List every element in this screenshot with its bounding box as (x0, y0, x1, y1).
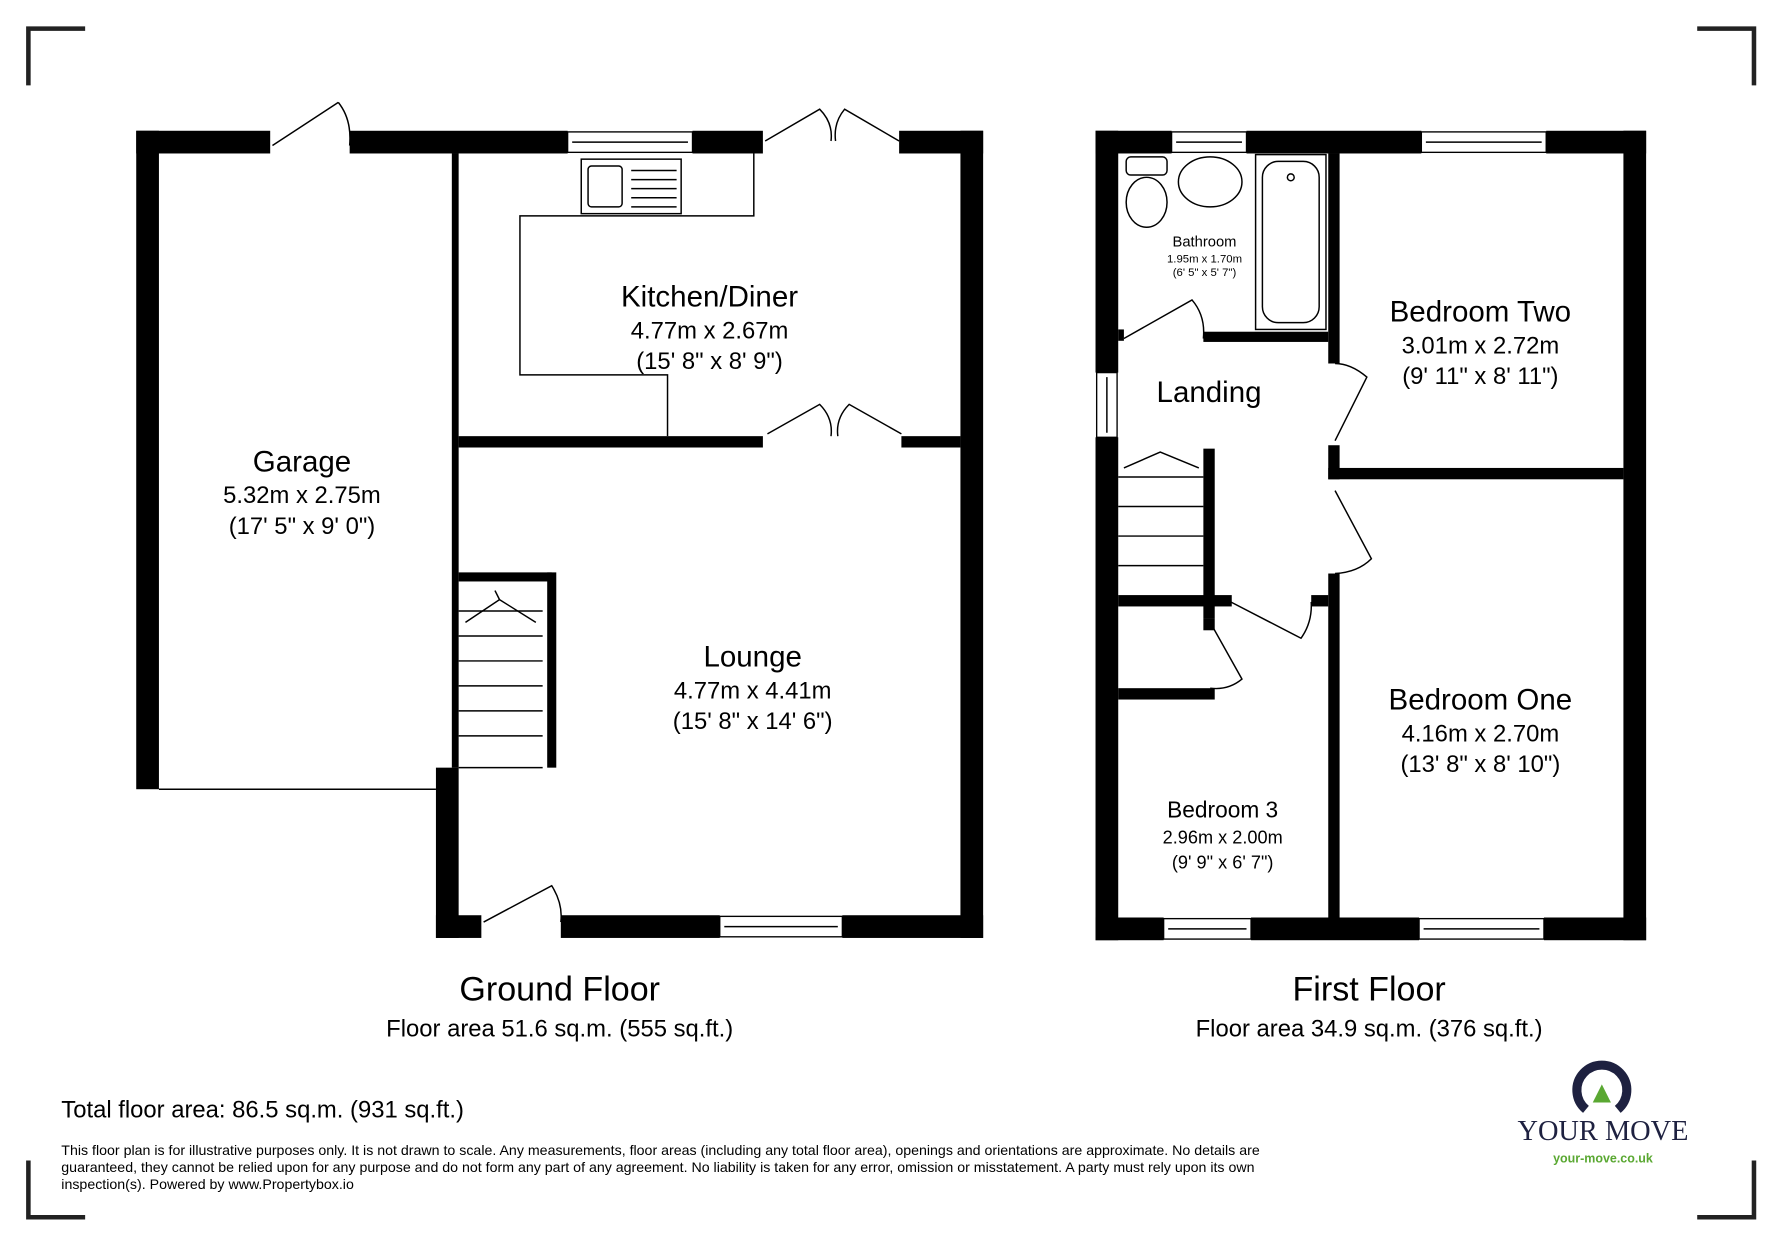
ground-floor-plan (136, 101, 984, 938)
svg-text:YOUR MOVE: YOUR MOVE (1517, 1116, 1688, 1147)
svg-text:Kitchen/Diner: Kitchen/Diner (621, 281, 798, 314)
ground-floor-area: Floor area 51.6 sq.m. (555 sq.ft.) (386, 1016, 733, 1043)
room-label-landing: Landing (1157, 376, 1262, 409)
svg-text:inspection(s). Powered by www.: inspection(s). Powered by www.Propertybo… (61, 1177, 354, 1193)
total-floor-area: Total floor area: 86.5 sq.m. (931 sq.ft.… (61, 1096, 464, 1123)
svg-text:(17' 5" x 9' 0"): (17' 5" x 9' 0") (229, 513, 376, 540)
first-floor-plan (1095, 130, 1647, 941)
svg-text:4.16m x 2.70m: 4.16m x 2.70m (1402, 721, 1560, 748)
svg-text:This floor plan is for illustr: This floor plan is for illustrative purp… (61, 1143, 1260, 1159)
room-label-bathroom: Bathroom 1.95m x 1.70m (6' 5" x 5' 7") (1167, 235, 1242, 280)
corner-marks (26, 26, 1757, 1220)
svg-text:Bedroom Two: Bedroom Two (1390, 295, 1571, 328)
room-label-bedroom-one: Bedroom One 4.16m x 2.70m (13' 8" x 8' 1… (1389, 684, 1573, 778)
svg-text:(15' 8" x 8' 9"): (15' 8" x 8' 9") (636, 348, 783, 375)
svg-text:(13' 8" x 8' 10"): (13' 8" x 8' 10") (1400, 751, 1560, 778)
svg-text:Bathroom: Bathroom (1173, 235, 1237, 251)
svg-text:Lounge: Lounge (703, 641, 801, 674)
svg-text:4.77m x 2.67m: 4.77m x 2.67m (631, 318, 789, 345)
your-move-logo: YOUR MOVE your-move.co.uk (1517, 1060, 1689, 1166)
disclaimer: This floor plan is for illustrative purp… (61, 1143, 1260, 1193)
svg-text:1.95m x 1.70m: 1.95m x 1.70m (1167, 253, 1242, 265)
svg-text:your-move.co.uk: your-move.co.uk (1553, 1152, 1653, 1166)
room-label-garage: Garage 5.32m x 2.75m (17' 5" x 9' 0") (223, 445, 381, 539)
svg-text:guaranteed, they cannot be rel: guaranteed, they cannot be relied upon f… (61, 1160, 1254, 1176)
svg-text:3.01m x 2.72m: 3.01m x 2.72m (1402, 332, 1560, 359)
room-label-kitchen-diner: Kitchen/Diner 4.77m x 2.67m (15' 8" x 8'… (621, 281, 798, 375)
ground-floor-title: Ground Floor (459, 970, 660, 1008)
room-label-lounge: Lounge 4.77m x 4.41m (15' 8" x 14' 6") (673, 641, 833, 735)
svg-text:2.96m x 2.00m: 2.96m x 2.00m (1163, 828, 1283, 848)
first-floor-area: Floor area 34.9 sq.m. (376 sq.ft.) (1196, 1016, 1543, 1043)
svg-text:Bedroom One: Bedroom One (1389, 684, 1573, 717)
svg-text:(9' 11" x 8' 11"): (9' 11" x 8' 11") (1402, 363, 1558, 390)
room-label-bedroom-two: Bedroom Two 3.01m x 2.72m (9' 11" x 8' 1… (1390, 295, 1571, 389)
svg-text:Bedroom 3: Bedroom 3 (1167, 797, 1278, 823)
svg-text:(15' 8" x 14' 6"): (15' 8" x 14' 6") (673, 708, 833, 735)
room-label-bedroom-3: Bedroom 3 2.96m x 2.00m (9' 9" x 6' 7") (1163, 797, 1283, 873)
first-floor-title: First Floor (1293, 970, 1446, 1008)
svg-text:Garage: Garage (253, 445, 351, 478)
svg-text:(6' 5" x 5' 7"): (6' 5" x 5' 7") (1173, 267, 1237, 279)
svg-text:4.77m x 4.41m: 4.77m x 4.41m (674, 677, 832, 704)
svg-text:5.32m x 2.75m: 5.32m x 2.75m (223, 482, 381, 509)
svg-text:(9' 9" x 6' 7"): (9' 9" x 6' 7") (1172, 853, 1274, 873)
